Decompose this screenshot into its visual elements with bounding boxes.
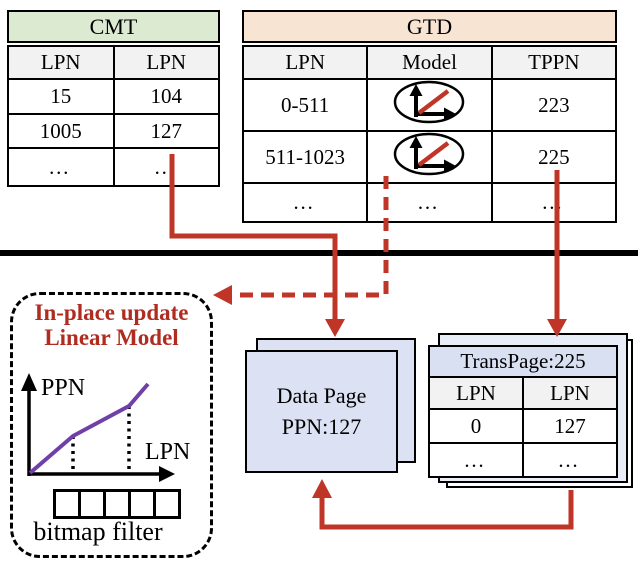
cmt-header-cell: LPN bbox=[112, 45, 220, 80]
arrowhead-up-icon bbox=[312, 479, 332, 498]
table-cell: … bbox=[7, 147, 115, 187]
bitmap-cell bbox=[128, 489, 156, 519]
bitmap-cell bbox=[103, 489, 131, 519]
arrowhead-left-icon bbox=[213, 285, 232, 305]
cmt-table: CMT LPN LPN 15 104 1005 127 … … bbox=[7, 10, 220, 187]
table-cell bbox=[366, 78, 493, 132]
bitmap-filter-label: bitmap filter bbox=[33, 517, 163, 546]
table-row: 15 104 bbox=[7, 78, 220, 115]
table-cell: … bbox=[366, 182, 493, 223]
trans-page-table: TransPage:225 LPN LPN 0 127 … … bbox=[428, 345, 618, 478]
bitmap-cell bbox=[153, 489, 181, 519]
table-cell: 1005 bbox=[7, 113, 115, 149]
model-curve bbox=[28, 382, 150, 475]
table-cell: … bbox=[428, 442, 524, 478]
table-cell: 223 bbox=[490, 78, 618, 132]
data-page-ppn: PPN:127 bbox=[281, 413, 362, 439]
trans-page-header-row: LPN LPN bbox=[428, 376, 618, 410]
bitmap-cell bbox=[78, 489, 106, 519]
table-cell: 225 bbox=[490, 130, 618, 184]
plot-x-label: LPN bbox=[145, 439, 190, 465]
table-row: … … bbox=[7, 147, 220, 187]
table-cell: 127 bbox=[522, 408, 618, 444]
table-row: … … … bbox=[241, 182, 618, 223]
gtd-header-cell: TPPN bbox=[490, 45, 618, 80]
data-page-label: Data Page bbox=[276, 382, 367, 408]
table-cell: 127 bbox=[112, 113, 220, 149]
bitmap-cell bbox=[53, 489, 81, 519]
linear-model-icon bbox=[394, 132, 465, 176]
gtd-header-cell: LPN bbox=[241, 45, 369, 80]
linear-model-plot: PPN LPN bbox=[21, 373, 190, 482]
table-cell: … bbox=[241, 182, 369, 223]
inplace-update-box: In-place update Linear Model PPN LPN bit… bbox=[10, 292, 213, 558]
cmt-header-row: LPN LPN bbox=[7, 45, 220, 80]
table-cell: … bbox=[522, 442, 618, 478]
table-cell: 104 bbox=[112, 78, 220, 115]
table-row: 0 127 bbox=[428, 408, 618, 444]
arrow-transpage-to-datapage bbox=[319, 490, 574, 530]
section-divider bbox=[0, 250, 638, 256]
table-row: … … bbox=[428, 442, 618, 478]
trans-page-title: TransPage:225 bbox=[428, 345, 618, 378]
arrowhead-down-icon bbox=[325, 319, 345, 337]
table-cell: 0-511 bbox=[241, 78, 369, 132]
gtd-header-cell: Model bbox=[366, 45, 493, 80]
table-cell bbox=[366, 130, 493, 184]
x-axis-arrow-icon bbox=[159, 466, 175, 482]
plot-y-label: PPN bbox=[41, 375, 85, 401]
trans-page-header-cell: LPN bbox=[428, 376, 524, 410]
table-row: 0-511 223 bbox=[241, 78, 618, 132]
inplace-title: In-place update Linear Model bbox=[13, 300, 210, 351]
gtd-header-row: LPN Model TPPN bbox=[241, 45, 618, 80]
trans-page-header-cell: LPN bbox=[522, 376, 618, 410]
table-cell: … bbox=[490, 182, 618, 223]
linear-model-icon bbox=[394, 80, 465, 124]
data-page: Data Page PPN:127 bbox=[245, 350, 398, 473]
cmt-header-cell: LPN bbox=[7, 45, 115, 80]
inplace-title-line1: In-place update bbox=[34, 300, 189, 325]
inplace-title-line2: Linear Model bbox=[44, 324, 179, 350]
cmt-title: CMT bbox=[7, 10, 220, 43]
y-axis-arrow-icon bbox=[21, 373, 37, 391]
table-row: 1005 127 bbox=[7, 113, 220, 149]
bitmap-filter bbox=[53, 489, 181, 519]
gtd-table: GTD LPN Model TPPN 0-511 223 511-1023 bbox=[241, 10, 618, 223]
table-row: 511-1023 225 bbox=[241, 130, 618, 184]
table-cell: 15 bbox=[7, 78, 115, 115]
gtd-title: GTD bbox=[242, 10, 617, 43]
table-cell: 511-1023 bbox=[241, 130, 369, 184]
table-cell: … bbox=[112, 147, 220, 187]
table-cell: 0 bbox=[428, 408, 524, 444]
